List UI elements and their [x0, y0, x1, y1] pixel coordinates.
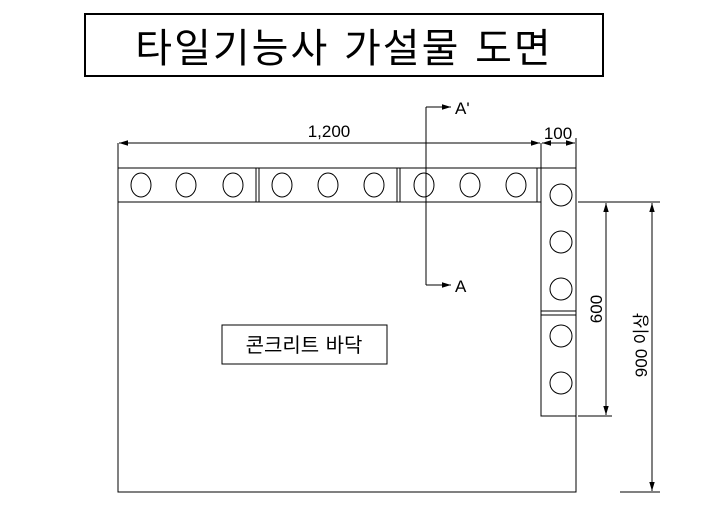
floor-label-box: 콘크리트 바닥 [221, 324, 388, 365]
drawing-title: 타일기능사 가설물 도면 [84, 13, 604, 77]
floor-label: 콘크리트 바닥 [246, 333, 363, 357]
tile-hole [549, 324, 573, 348]
tile-hole [459, 172, 481, 198]
dimension-900-label: 900 이상 [632, 312, 651, 377]
side-tile-strip [540, 167, 577, 417]
tile-hole [505, 172, 527, 198]
section-mark-a: A [455, 277, 467, 296]
side-strip-holes [549, 183, 573, 395]
top-tile-strip [118, 168, 541, 203]
tile-hole [175, 172, 197, 198]
tile-hole [130, 172, 152, 198]
tile-hole [271, 172, 293, 198]
dimension-900: 900 이상 [578, 201, 660, 493]
tile-hole [549, 371, 573, 395]
tile-hole [363, 172, 385, 198]
tile-hole [549, 230, 573, 254]
dimension-1200: 1,200 [117, 122, 542, 168]
dimension-600: 600 [578, 201, 612, 417]
tile-hole [317, 172, 339, 198]
tile-hole [413, 172, 435, 198]
section-line-a: A' A [425, 99, 470, 296]
tile-hole [549, 183, 573, 207]
dimension-100: 100 [542, 124, 577, 168]
section-mark-a-prime: A' [455, 99, 470, 118]
top-strip-holes [130, 172, 527, 198]
dimension-600-label: 600 [587, 295, 606, 323]
dimension-100-label: 100 [544, 124, 572, 143]
tile-hole [222, 172, 244, 198]
dimension-1200-label: 1,200 [308, 122, 351, 141]
tile-hole [549, 277, 573, 301]
